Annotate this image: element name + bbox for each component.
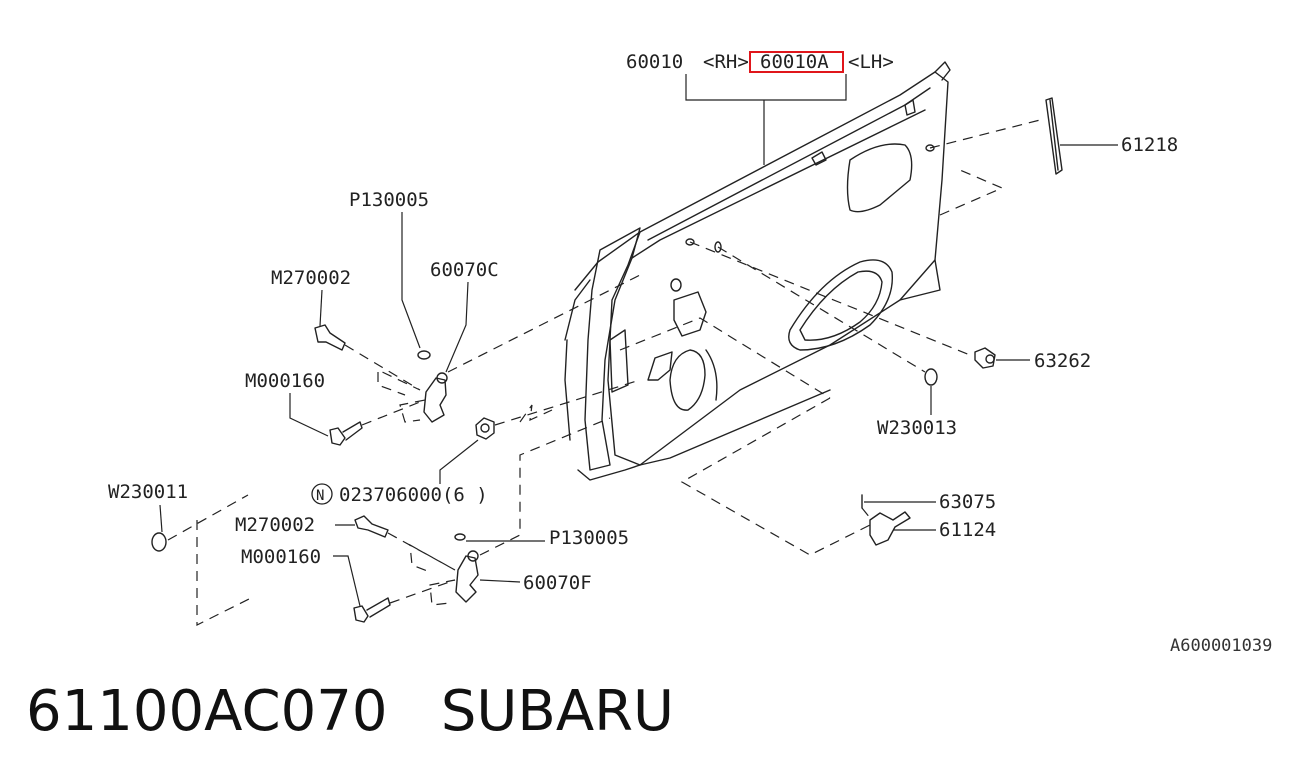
highlight-box — [749, 51, 844, 73]
label-63075: 63075 — [939, 491, 996, 513]
label-m000160-lower: M000160 — [241, 546, 321, 568]
footer-title: 61100AC070 SUBARU — [26, 684, 674, 740]
label-60070f: 60070F — [523, 572, 592, 594]
label-lh: <LH> — [848, 51, 894, 73]
label-60070c: 60070C — [430, 259, 499, 281]
assembly-outline — [680, 397, 871, 556]
label-m270002-upper: M270002 — [271, 267, 351, 289]
upper-hinge-60070c — [289, 212, 641, 446]
label-023706000: 023706000(6 ) — [339, 484, 488, 506]
label-p130005-lower: P130005 — [549, 527, 629, 549]
label-60010: 60010 — [626, 51, 683, 73]
label-w230013: W230013 — [877, 417, 957, 439]
part-number: 61100AC070 — [26, 679, 388, 744]
header-labels: 60010 <RH> 60010A <LH> — [626, 51, 894, 73]
label-rh: <RH> — [703, 51, 749, 73]
label-p130005-upper: P130005 — [349, 189, 429, 211]
label-60010a: 60010A — [760, 51, 829, 73]
label-w230011: W230011 — [108, 481, 188, 503]
lower-hinge-60070f — [333, 417, 611, 623]
label-m000160-upper: M000160 — [245, 370, 325, 392]
label-61218: 61218 — [1121, 134, 1178, 156]
svg-text:N: N — [316, 488, 324, 504]
header-leaders — [685, 74, 847, 165]
plug-w230013 — [717, 246, 938, 415]
clip-63262 — [689, 241, 1030, 369]
weatherstrip-61218 — [929, 97, 1118, 216]
brand-name: SUBARU — [440, 679, 675, 744]
nut-023706000 — [439, 317, 831, 484]
handle-61124 — [861, 494, 936, 546]
diagram-code: A600001039 — [1170, 636, 1273, 656]
plug-w230011 — [151, 494, 256, 626]
label-m270002-lower: M270002 — [235, 514, 315, 536]
label-63262: 63262 — [1034, 350, 1091, 372]
label-61124: 61124 — [939, 519, 996, 541]
circled-n-marker: N — [311, 483, 333, 505]
door-panel — [564, 61, 951, 481]
